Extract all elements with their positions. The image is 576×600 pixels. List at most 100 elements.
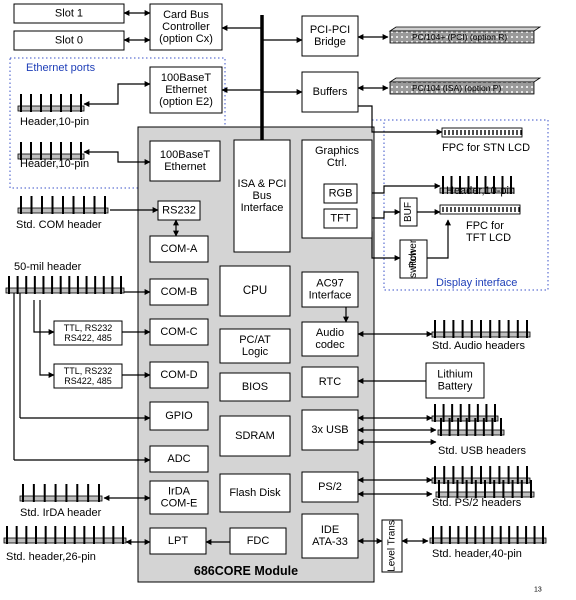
com-d-box (149, 361, 209, 389)
adc-box-label: ADC (167, 453, 190, 465)
bios-box-label-line: BIOS (242, 381, 268, 393)
slot1-box-label: Slot 1 (55, 8, 83, 20)
bus-interface-box (233, 139, 291, 253)
usb-header (431, 404, 499, 422)
module-title-line: 686CORE Module (194, 564, 298, 578)
ac97-box-label-line: Interface (309, 290, 352, 302)
std-usb-headers-label: Std. USB headers (438, 445, 527, 457)
power-switch-box (399, 239, 428, 279)
audio-box-label-line: codec (315, 339, 345, 351)
rtc-box-label-line: RTC (319, 376, 341, 388)
pc104plus-connector (388, 26, 542, 44)
adc-box (149, 445, 209, 473)
rgb-box-label: RGB (329, 188, 353, 200)
h50-ttlc (33, 300, 55, 335)
buffers-box-label-line: Buffers (313, 86, 348, 98)
slot0-box (13, 30, 125, 51)
ethernet-e2-box-label-line: Ethernet (165, 84, 207, 96)
card-bus-box-label-line: Card Bus (163, 9, 209, 21)
lpt-box-label: LPT (168, 535, 188, 547)
buf-box-label-line: BUF (403, 202, 414, 222)
corner-mark-line: 13 (534, 587, 542, 594)
level-trans-box (381, 519, 403, 573)
com-c-box-label-line: COM-C (160, 326, 197, 338)
com-a-box-label-line: COM-A (161, 243, 198, 255)
ethernet-e2-box-label-line: (option E2) (159, 96, 213, 108)
sdram-box (219, 415, 291, 457)
rs232-box-label-line: RS232 (162, 205, 196, 217)
cpu-box (219, 265, 291, 317)
graphics-box-label-line: Ctrl. (327, 157, 347, 169)
audio-header (431, 320, 531, 338)
audio-box-label-line: Audio (316, 327, 344, 339)
lithium-box-label-line: Battery (438, 381, 473, 393)
pc104plus-connector-label-line: PC/104+ (PCI) (option R) (412, 32, 507, 42)
irda-header (19, 484, 103, 502)
module-title: 686CORE Module (194, 564, 298, 578)
rgb-box-label-line: RGB (329, 188, 353, 200)
power-fpc (427, 219, 451, 259)
usb-header-2 (437, 418, 505, 436)
com-b-box-label: COM-B (161, 286, 198, 298)
com-a-box-label: COM-A (161, 243, 198, 255)
h50-ttld (39, 300, 55, 378)
ac97-box-label-line: AC97 (316, 278, 344, 290)
cpu-box-label: CPU (243, 285, 267, 297)
rgb-header-label-line: Header,10-pin (446, 185, 515, 197)
std-ps2-headers-label-line: Std. PS/2 headers (432, 497, 522, 509)
bus-interface-box-label-line: ISA & PCI (238, 178, 287, 190)
lpt-box-label-line: LPT (168, 535, 188, 547)
display-interface-label-line: Display interface (436, 277, 517, 289)
pc104plus-connector-label: PC/104+ (PCI) (option R) (412, 32, 507, 42)
gpio-box-label: GPIO (165, 410, 193, 422)
pc104-connector-label-line: PC/104 (ISA) (option P) (412, 83, 501, 93)
irda-box (149, 480, 209, 515)
ps2-box (301, 471, 359, 503)
lithium-box (425, 362, 485, 399)
std-irda-header-label: Std. IrDA header (20, 507, 102, 519)
fpc-stn-label-line: FPC for STN LCD (442, 142, 530, 154)
header-10pin-label-1-line: Header,10-pin (20, 116, 89, 128)
gpio-box (149, 401, 209, 431)
display-interface-region (372, 119, 549, 291)
rgb-header-label: Header,10-pin (446, 185, 515, 197)
power-switch-box-label-line: Power (408, 239, 419, 268)
pc104-connector-label: PC/104 (ISA) (option P) (412, 83, 501, 93)
irda-box-label-line: COM-E (161, 498, 198, 510)
header-10pin-label-2-line: Header,10-pin (20, 158, 89, 170)
ethernet-header-2 (17, 142, 85, 160)
std-audio-headers-label-line: Std. Audio headers (432, 340, 525, 352)
sdram-box-label: SDRAM (235, 430, 275, 442)
display-interface-label: Display interface (436, 277, 517, 289)
ps2-header (431, 466, 531, 484)
irda-box-label-line: IrDA (168, 486, 191, 498)
sdram-box-label-line: SDRAM (235, 430, 275, 442)
slot1-box-label-line: Slot 1 (55, 8, 83, 20)
ethernet-e2-box-label-line: 100BaseT (161, 72, 211, 84)
ide-header (429, 526, 547, 544)
ttl-c-box-label-line: TTL, RS232 (64, 323, 113, 333)
hdr1-eth-e2 (83, 81, 151, 107)
rs232-box (157, 200, 201, 221)
ide-box-label-line: IDE (321, 524, 339, 536)
std-com-header-label: Std. COM header (16, 219, 102, 231)
ethernet-box-label-line: 100BaseT (160, 149, 210, 161)
tft-box-label: TFT (330, 213, 350, 225)
pc104-connector (388, 77, 542, 95)
com-b-box (149, 278, 209, 306)
power-switch-box-label-line: switch (408, 250, 419, 278)
pcat-box (219, 328, 291, 364)
corner-mark: 13 (534, 587, 542, 594)
card-bus-box-label-line: (option Cx) (159, 33, 213, 45)
ps2-box-label-line: PS/2 (318, 481, 342, 493)
